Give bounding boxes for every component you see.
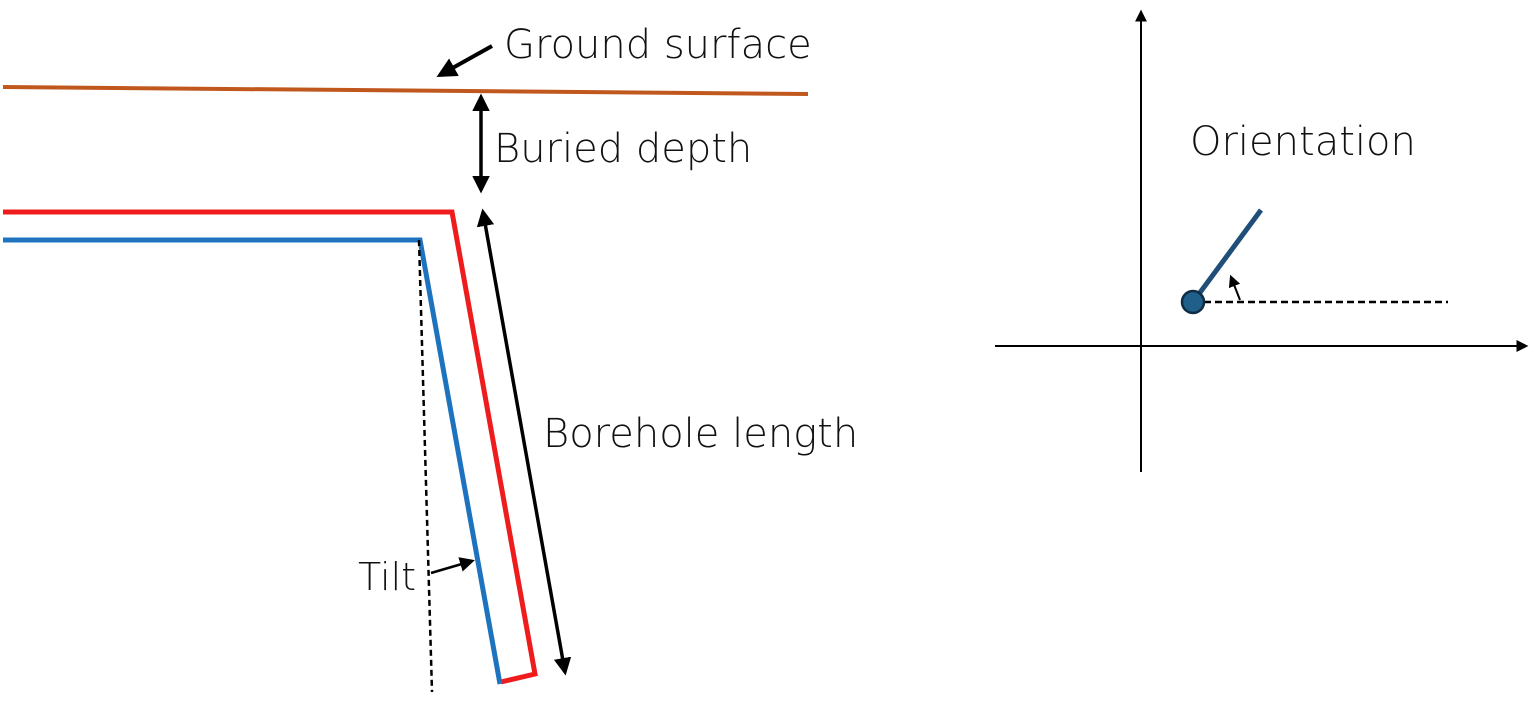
orientation-origin-node <box>1180 289 1206 315</box>
ground-surface-line <box>2 85 809 96</box>
orientation-label: Orientation <box>1190 119 1416 165</box>
borehole-length-arrow <box>476 208 572 676</box>
tilt-arrow <box>430 557 475 575</box>
orientation-line <box>1190 208 1264 304</box>
buried-depth-label: Buried depth <box>494 126 752 172</box>
ground-surface-arrow <box>436 44 493 77</box>
vertical-reference-line <box>417 239 434 693</box>
borehole-length-label: Borehole length <box>543 411 858 457</box>
orientation-angle-arrow <box>1228 274 1241 301</box>
ground-surface-label: Ground surface <box>504 22 812 68</box>
tilt-label: Tilt <box>358 555 416 599</box>
